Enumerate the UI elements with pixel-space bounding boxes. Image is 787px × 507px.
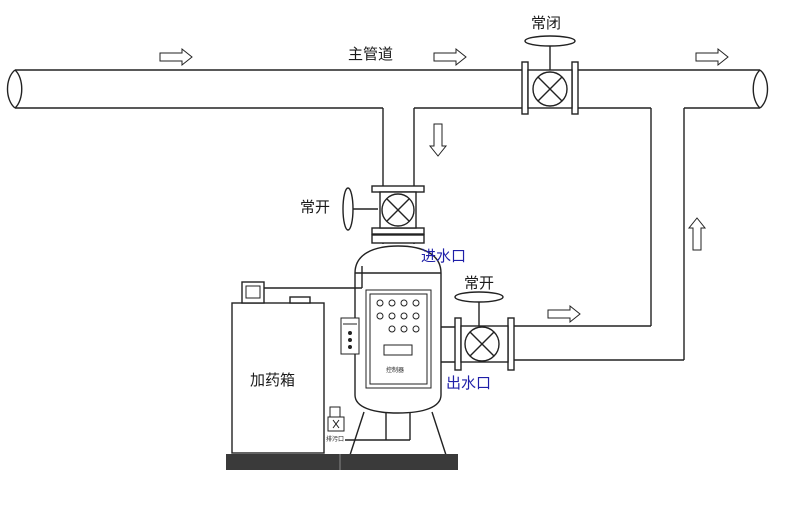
outlet-valve [454,291,515,371]
dosing-tank [231,266,363,454]
flow-arrow-down [429,123,447,157]
flow-arrow-outlet [547,305,581,323]
inlet-label: 进水口 [421,247,466,265]
top-valve-label: 常闭 [531,14,561,32]
side-meter [340,317,360,355]
top-valve [521,35,579,115]
control-panel: 控制器 [365,289,432,389]
flow-arrow-main-2 [433,48,467,66]
flow-arrow-main-3 [695,48,729,66]
main-pipe-label: 主管道 [348,45,393,63]
inlet-valve-label: 常开 [300,198,330,216]
flow-arrow-main-1 [159,48,193,66]
return-pipe [514,108,685,361]
outlet-label: 出水口 [446,374,491,392]
main-pipe [6,69,769,109]
base-platform [226,454,458,470]
flow-arrow-up [688,217,706,251]
inlet-valve [342,185,425,235]
drain-label: 排污口 [326,435,344,443]
dosing-box-label: 加药箱 [250,371,295,389]
controller-label: 控制器 [386,366,404,374]
outlet-valve-label: 常开 [464,274,494,292]
drain-valve: 排污口 [326,406,345,443]
